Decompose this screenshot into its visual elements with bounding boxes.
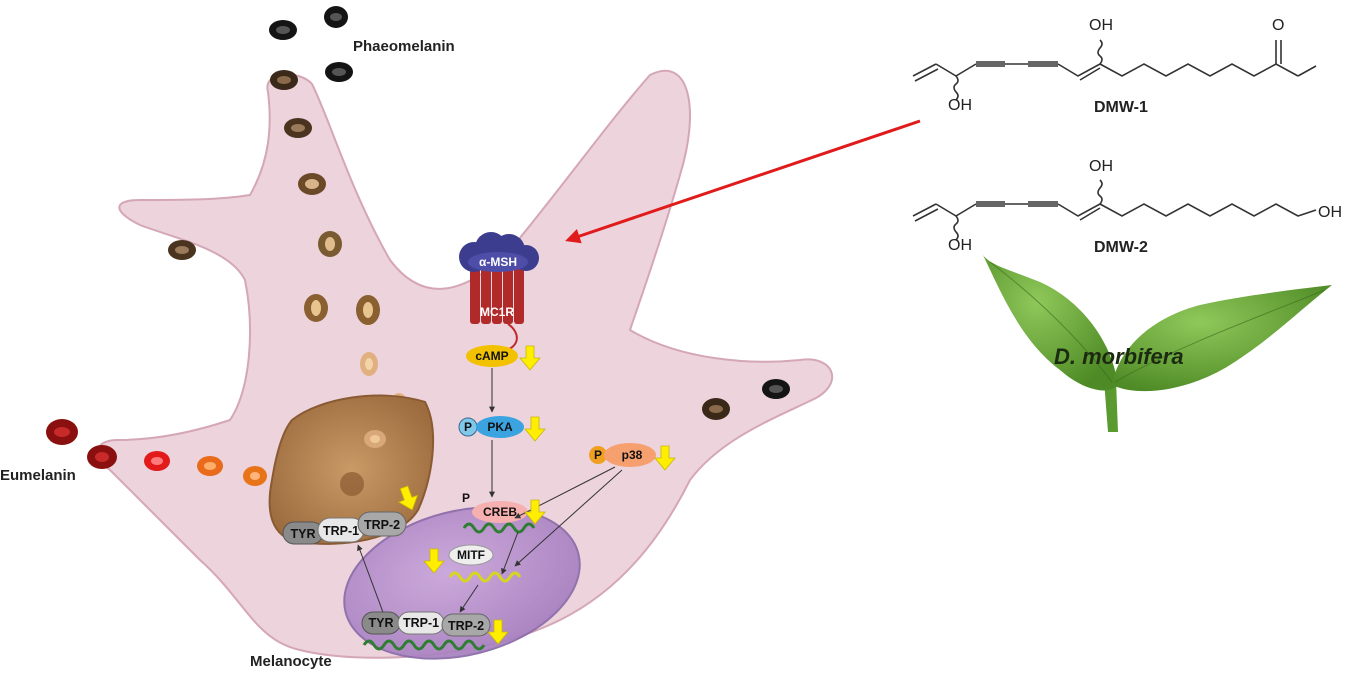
- phaeomelanin-label: Phaeomelanin: [353, 38, 455, 55]
- dmw2-oh-end: OH: [1318, 204, 1342, 221]
- mc1r-label: MC1R: [480, 305, 514, 319]
- dmw2-oh-top: OH: [1089, 158, 1113, 175]
- enzyme-pill-trp2: [357, 511, 407, 537]
- dmw1-oh-top: OH: [1089, 17, 1113, 34]
- down-arrow-mitf: [423, 548, 445, 574]
- creb-node: [472, 501, 528, 523]
- down-arrow-genes: [487, 619, 509, 645]
- melanosome-enzyme-tyr: TYR: [291, 527, 316, 541]
- plant-leaf-left: [983, 255, 1118, 391]
- melanosome-enzyme-trp2: TRP-2: [364, 518, 400, 532]
- alpha-msh-ligand: [459, 232, 539, 272]
- nucleus-gene-trp2: TRP-2: [448, 619, 484, 633]
- melanosome-enzyme-trp1: TRP-1: [323, 524, 359, 538]
- downregulation-arrows: [397, 345, 676, 645]
- dmw1-oh-bottom: OH: [948, 97, 972, 114]
- mitf-node: [448, 544, 494, 566]
- creb-to-mitf-arrow: [501, 531, 519, 575]
- creb-dna-helix: [462, 522, 536, 534]
- p38-to-mitf-arrow: [514, 469, 623, 567]
- eumelanin-label: Eumelanin: [0, 467, 76, 484]
- dmw2-structure: [912, 179, 1317, 241]
- mitf-dna-helix: [448, 571, 522, 583]
- camp-label: cAMP: [475, 349, 508, 363]
- melanin-granule-8: [168, 240, 196, 260]
- down-arrow-p38: [654, 445, 676, 471]
- plant-leaf-right: [1112, 285, 1332, 392]
- melanin-granule-14: [762, 379, 790, 399]
- p38-phospho: [589, 446, 607, 464]
- melanin-granule-11: [360, 352, 378, 376]
- melanin-granule-21: [364, 430, 386, 448]
- dmw1-structure: [912, 39, 1317, 101]
- creb-label: CREB: [483, 505, 517, 519]
- eumelanin-granules: [46, 419, 285, 499]
- nucleus-gene-tyr: TYR: [369, 616, 394, 630]
- mitf-label: MITF: [457, 548, 485, 562]
- plant-label: D. morbifera: [1054, 344, 1184, 369]
- gene-pill-trp2: [441, 613, 491, 637]
- plant-leaves: [983, 255, 1332, 432]
- melanin-granule-6: [298, 173, 326, 195]
- melanin-granule-19: [243, 466, 267, 486]
- melanin-granule-7: [318, 231, 342, 257]
- alpha-msh-label: α-MSH: [479, 255, 517, 269]
- melanin-granule-2: [324, 6, 348, 28]
- down-arrow-creb: [524, 499, 546, 525]
- compound-inhibition-arrow: [565, 119, 921, 244]
- p38-node: [604, 443, 656, 467]
- melanin-granule-17: [144, 451, 170, 471]
- dmw2-oh-bottom: OH: [948, 237, 972, 254]
- mitf-to-genes-arrow: [459, 584, 479, 613]
- melanin-granule-15: [46, 419, 78, 445]
- dmw2-name: DMW-2: [1094, 239, 1148, 256]
- phaeomelanin-granules: [168, 6, 790, 420]
- p38-phospho-label: P: [594, 448, 602, 462]
- creb-phospho-label: P: [462, 491, 470, 505]
- nucleus-genes: TYR TRP-1 TRP-2: [361, 611, 491, 651]
- melanosome-core: [340, 472, 364, 496]
- dmw1-name: DMW-1: [1094, 99, 1148, 116]
- melanin-granule-13: [702, 398, 730, 420]
- pka-phospho-label: P: [464, 420, 472, 434]
- p38-label: p38: [622, 448, 643, 462]
- melanin-granule-16: [87, 445, 117, 469]
- down-arrow-pka: [524, 416, 546, 442]
- down-arrow-melanosome: [397, 485, 419, 511]
- pka-node: [476, 416, 524, 438]
- melanin-granule-1: [269, 20, 297, 40]
- melanocyte-label: Melanocyte: [250, 653, 332, 670]
- gene-dna-helix: [362, 639, 486, 651]
- melanin-granule-4: [270, 70, 298, 90]
- dmw1-carbonyl-o: O: [1272, 17, 1284, 34]
- melanin-granule-10: [356, 295, 380, 325]
- melanosome-enzymes: TYR TRP-1 TRP-2: [282, 511, 407, 545]
- nucleus-gene-trp1: TRP-1: [403, 616, 439, 630]
- melanin-granule-5: [284, 118, 312, 138]
- melanin-granule-18: [197, 456, 223, 476]
- genes-to-melanosome-arrow: [357, 544, 385, 616]
- plant-stem: [1104, 380, 1118, 432]
- melanin-granule-3: [325, 62, 353, 82]
- down-arrow-camp: [519, 345, 541, 371]
- pka-label: PKA: [487, 420, 513, 434]
- camp-node: [466, 345, 518, 367]
- melanin-granule-9: [304, 294, 328, 322]
